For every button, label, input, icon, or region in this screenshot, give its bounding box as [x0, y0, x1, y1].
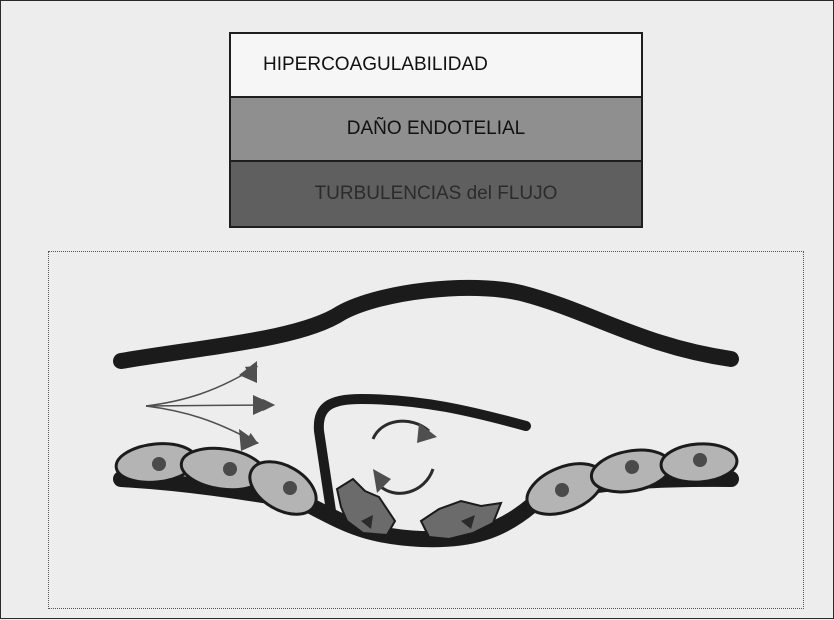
endothelial-cells-right [520, 441, 739, 524]
cell-nucleus [555, 483, 569, 497]
cell-nucleus [283, 481, 297, 495]
turbulence-swirl [373, 421, 437, 493]
swirl-arrowhead [417, 423, 437, 443]
flow-arrow [146, 405, 269, 406]
cell-nucleus [152, 457, 166, 471]
cell-nucleus [693, 453, 707, 467]
flow-arrowhead [239, 361, 257, 383]
flow-arrowhead [253, 395, 275, 415]
flow-arrow [146, 406, 253, 441]
vessel-diagram [48, 251, 804, 609]
upper-vessel-wall [121, 288, 731, 361]
flow-arrowhead [239, 429, 259, 451]
cell-nucleus [625, 460, 639, 474]
flow-arrow [146, 369, 253, 406]
endothelial-cells-left [114, 440, 325, 525]
flow-arrows [146, 361, 275, 451]
cell-nucleus [223, 462, 237, 476]
